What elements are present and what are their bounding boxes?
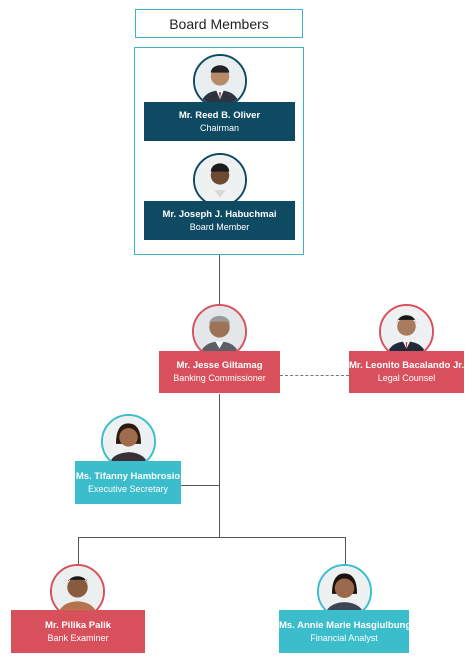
connector-secretary-branch bbox=[181, 485, 220, 486]
person-icon bbox=[103, 416, 154, 467]
financial-analyst-name: Ms. Annie Marie Hasgiulbung bbox=[279, 619, 412, 631]
bank-examiner-role: Bank Examiner bbox=[47, 632, 109, 643]
commissioner-role: Banking Commissioner bbox=[173, 373, 266, 383]
connector-board-to-commissioner bbox=[219, 255, 220, 307]
legal-counsel-role: Legal Counsel bbox=[377, 373, 436, 383]
person-icon bbox=[195, 155, 245, 205]
chart-title-text: Board Members bbox=[169, 15, 269, 32]
secretary-name: Ms. Tifanny Hambrosio bbox=[75, 470, 181, 482]
bank-examiner-card: Mr. Pilika Palik Bank Examiner bbox=[11, 610, 145, 653]
secretary-card: Ms. Tifanny Hambrosio Executive Secretar… bbox=[75, 461, 181, 504]
financial-analyst-avatar bbox=[317, 564, 372, 619]
financial-analyst-role: Financial Analyst bbox=[310, 632, 378, 643]
bank-examiner-name: Mr. Pilika Palik bbox=[44, 619, 111, 631]
connector-staff-right-drop bbox=[345, 537, 346, 565]
secretary-role: Executive Secretary bbox=[87, 483, 169, 494]
person-icon bbox=[381, 306, 432, 357]
connector-staff-left-drop bbox=[78, 537, 79, 565]
legal-counsel-name: Mr. Leonito Bacalando Jr. bbox=[349, 360, 465, 371]
commissioner-card: Mr. Jesse Giltamag Banking Commissioner bbox=[159, 351, 280, 393]
board-member-2-avatar bbox=[193, 153, 247, 207]
financial-analyst-card: Ms. Annie Marie Hasgiulbung Financial An… bbox=[279, 610, 412, 653]
connector-staff-horizontal bbox=[78, 537, 346, 538]
commissioner-name: Mr. Jesse Giltamag bbox=[176, 360, 263, 371]
person-icon bbox=[195, 56, 245, 106]
board-member-2-role: Board Member bbox=[189, 221, 250, 232]
person-icon bbox=[194, 306, 245, 357]
board-member-1-role: Chairman bbox=[199, 122, 239, 133]
connector-legal-dashed bbox=[280, 375, 349, 376]
board-member-1-card: Mr. Reed B. Oliver Chairman bbox=[144, 102, 295, 141]
board-member-1-avatar bbox=[193, 54, 247, 108]
board-member-2-card: Mr. Joseph J. Habuchmai Board Member bbox=[144, 201, 295, 240]
chart-title: Board Members bbox=[135, 9, 303, 38]
connector-commissioner-trunk bbox=[219, 394, 220, 537]
board-member-1-name: Mr. Reed B. Oliver bbox=[178, 109, 261, 121]
board-member-2-name: Mr. Joseph J. Habuchmai bbox=[162, 208, 277, 220]
legal-counsel-card: Mr. Leonito Bacalando Jr. Legal Counsel bbox=[349, 351, 464, 393]
secretary-avatar bbox=[101, 414, 156, 469]
